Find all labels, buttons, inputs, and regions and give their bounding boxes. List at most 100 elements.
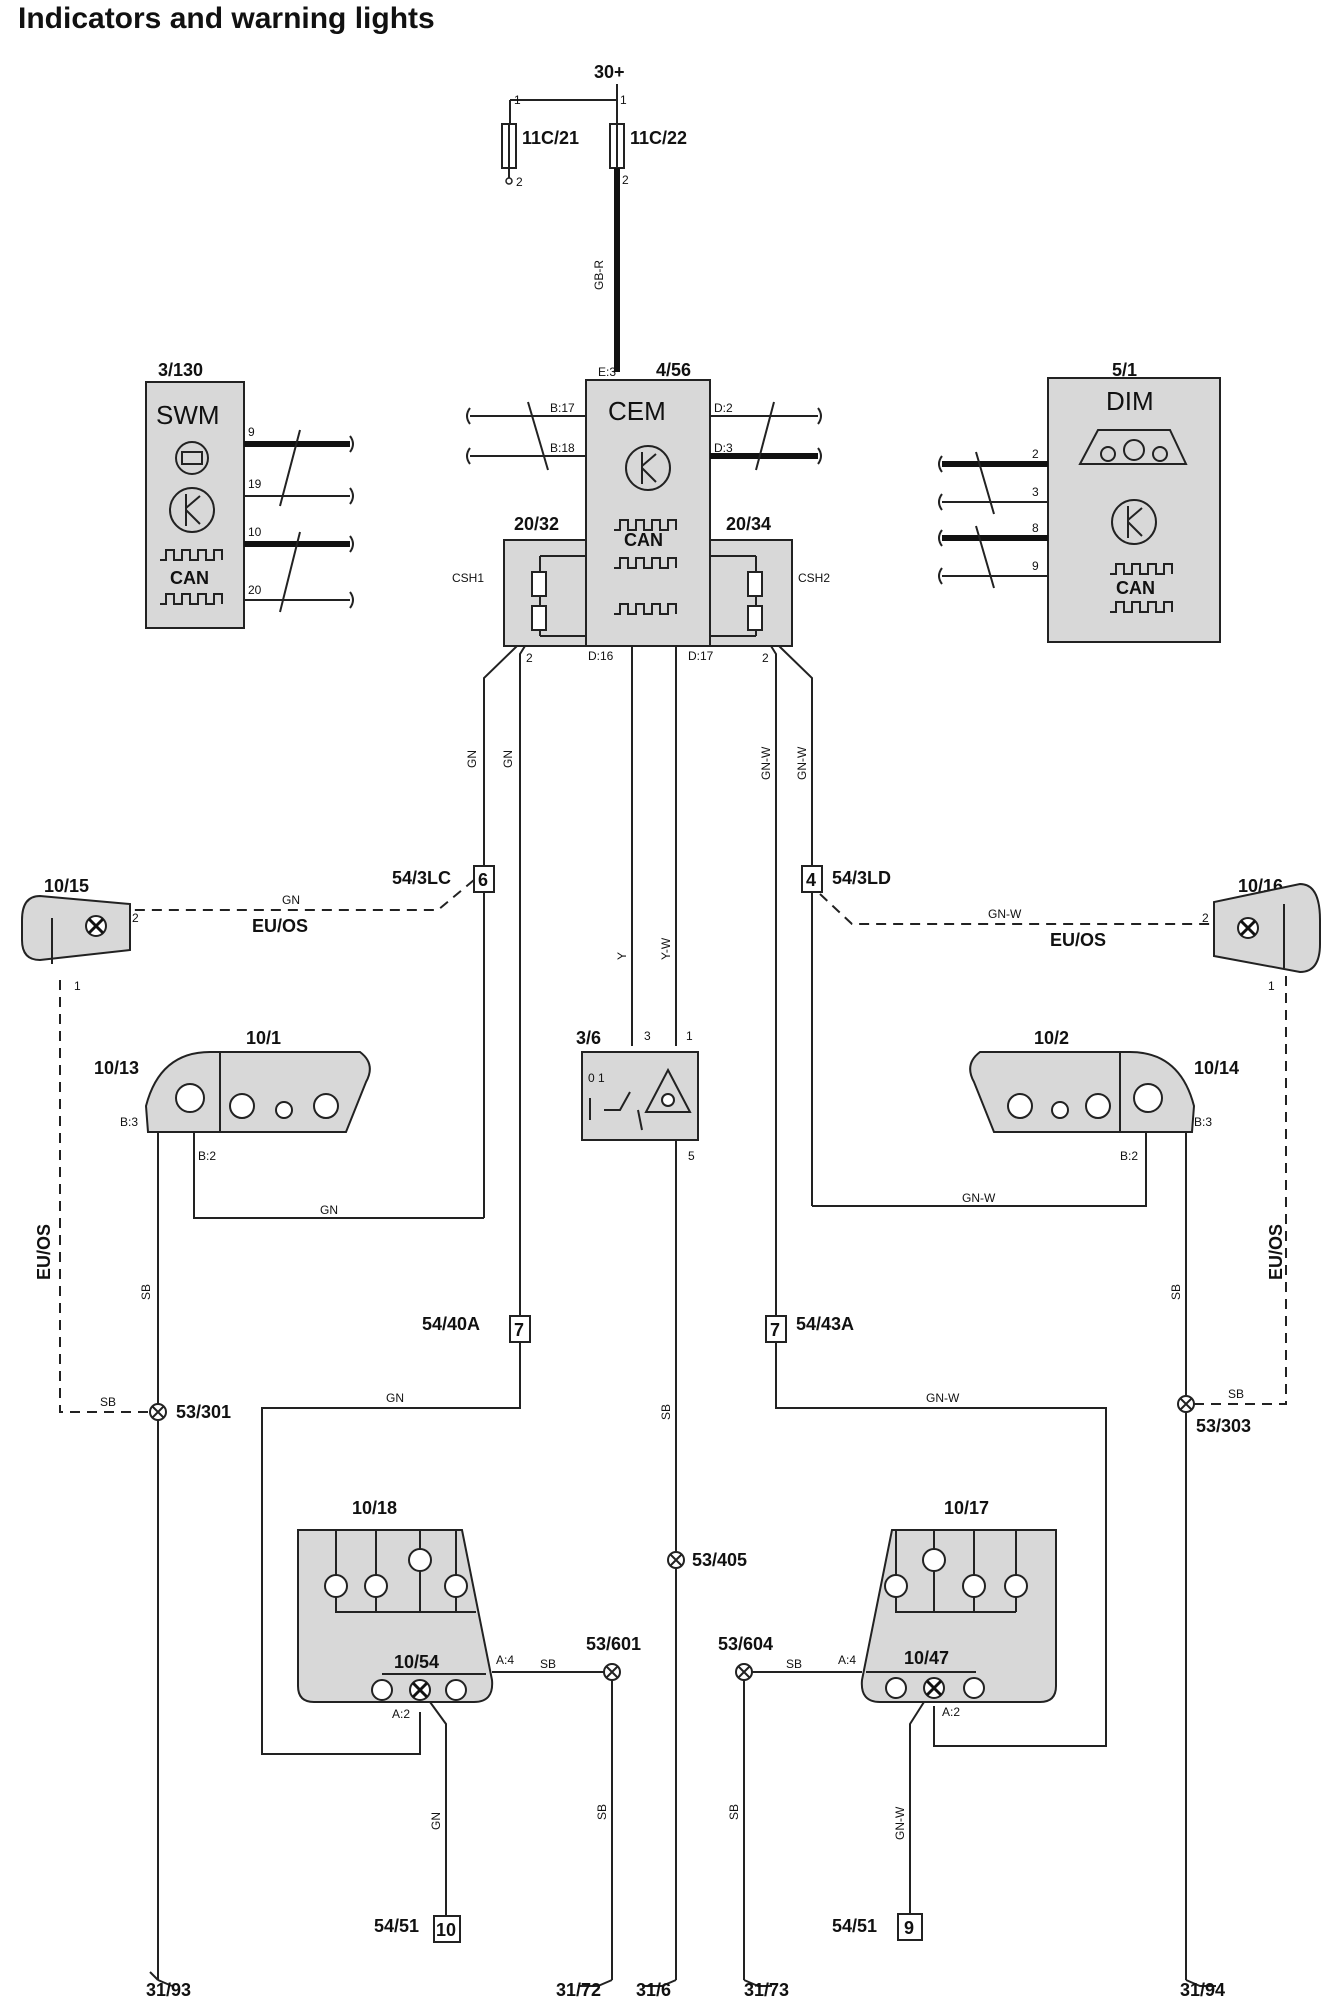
wire-gn — [483, 645, 518, 866]
svg-text:SB: SB — [727, 1804, 741, 1820]
svg-text:B:2: B:2 — [1120, 1149, 1138, 1163]
svg-text:Y: Y — [615, 952, 629, 960]
svg-text:A:2: A:2 — [942, 1705, 960, 1719]
lamp-icon — [1133, 1083, 1163, 1113]
svg-text:GN-W: GN-W — [759, 746, 773, 780]
dim-pin: 3 — [1032, 485, 1039, 499]
dim-module — [1047, 377, 1221, 643]
svg-text:SB: SB — [100, 1395, 116, 1409]
svg-text:53/604: 53/604 — [718, 1634, 773, 1654]
bulb-icon — [364, 1574, 388, 1598]
svg-text:9: 9 — [904, 1918, 914, 1938]
svg-text:B:3: B:3 — [1194, 1115, 1212, 1129]
svg-text:1: 1 — [74, 979, 81, 993]
csh1-id: 20/32 — [514, 514, 559, 534]
svg-text:31/6: 31/6 — [636, 1980, 671, 2000]
svg-text:GN-W: GN-W — [988, 907, 1022, 921]
svg-text:GN: GN — [320, 1203, 338, 1217]
svg-text:SB: SB — [139, 1284, 153, 1300]
cem-pin-e3: E:3 — [598, 365, 616, 379]
svg-text:EU/OS: EU/OS — [34, 1224, 54, 1280]
can-bus-icon — [614, 519, 677, 531]
svg-text:SB: SB — [1169, 1284, 1183, 1300]
svg-text:B:2: B:2 — [198, 1149, 216, 1163]
svg-text:31/72: 31/72 — [556, 1980, 601, 2000]
connector-54-51 — [897, 1913, 923, 1941]
bulb-icon — [922, 1548, 946, 1572]
can-bus-icon — [1110, 563, 1173, 575]
swm-name: SWM — [156, 400, 220, 430]
svg-text:2: 2 — [622, 173, 629, 187]
csh2-id: 20/34 — [726, 514, 771, 534]
front-left-id: 10/1 — [246, 1028, 281, 1048]
front-left-lamp-id: 10/13 — [94, 1058, 139, 1078]
diagram-title: Indicators and warning lights — [18, 2, 435, 35]
hazard-switch — [581, 1051, 699, 1141]
cem-pin: B:17 — [550, 401, 575, 415]
svg-text:2: 2 — [1202, 911, 1209, 925]
cem-module — [585, 379, 711, 647]
svg-text:EU/OS: EU/OS — [1266, 1224, 1286, 1280]
bulb-icon — [1051, 1101, 1069, 1119]
fuse-11c22-label: 11C/22 — [630, 128, 687, 148]
bulb-icon — [445, 1679, 467, 1701]
svg-text:GN-W: GN-W — [962, 1191, 996, 1205]
svg-text:6: 6 — [478, 870, 488, 890]
cem-pin: D:16 — [588, 649, 614, 663]
svg-text:2: 2 — [132, 911, 139, 925]
rear-right-id: 10/17 — [944, 1498, 989, 1518]
svg-text:SB: SB — [786, 1657, 802, 1671]
hazard-triangle-icon — [644, 1067, 692, 1113]
cem-name: CEM — [608, 396, 666, 426]
connector-label: 54/3LC — [392, 868, 451, 888]
dim-can-label: CAN — [1116, 578, 1155, 598]
front-right-lamp-id: 10/14 — [1194, 1058, 1239, 1078]
fuse-11c21-label: 11C/21 — [522, 128, 579, 148]
swm-pin: 19 — [248, 477, 262, 491]
bulb-icon — [962, 1574, 986, 1598]
svg-text:54/51: 54/51 — [832, 1916, 877, 1936]
svg-text:1: 1 — [514, 93, 521, 107]
svg-text:4: 4 — [806, 870, 816, 890]
svg-text:53/405: 53/405 — [692, 1550, 747, 1570]
svg-text:1: 1 — [1268, 979, 1275, 993]
wire-label-gbr: GB-R — [592, 260, 606, 290]
svg-text:SB: SB — [595, 1804, 609, 1820]
dim-pin: 9 — [1032, 559, 1039, 573]
svg-text:1: 1 — [686, 1029, 693, 1043]
ground-31-72: 31/72 — [556, 1979, 613, 2000]
bulb-icon — [408, 1548, 432, 1572]
svg-text:31/94: 31/94 — [1180, 1980, 1225, 2000]
rear-right-lamp-id: 10/47 — [904, 1648, 949, 1668]
svg-text:54/51: 54/51 — [374, 1916, 419, 1936]
side-indicator-right — [1213, 882, 1321, 974]
csh1-name: CSH1 — [452, 571, 484, 585]
svg-text:SB: SB — [540, 1657, 556, 1671]
bulb-icon — [1085, 1093, 1111, 1119]
bulb-icon — [313, 1093, 339, 1119]
csh2-name: CSH2 — [798, 571, 830, 585]
side-indicator-left — [21, 894, 131, 962]
bulb-icon — [885, 1677, 907, 1699]
svg-text:B:3: B:3 — [120, 1115, 138, 1129]
svg-text:GN: GN — [465, 750, 479, 768]
bulb-icon — [444, 1574, 468, 1598]
dim-id: 5/1 — [1112, 360, 1137, 380]
processor-icon — [1111, 499, 1157, 545]
can-bus-icon — [160, 549, 223, 561]
svg-text:A:4: A:4 — [496, 1653, 514, 1667]
svg-text:GN-W: GN-W — [795, 746, 809, 780]
svg-text:SB: SB — [1228, 1387, 1244, 1401]
supply-label: 30+ — [594, 62, 625, 82]
svg-text:GN-W: GN-W — [893, 1806, 907, 1840]
svg-text:Y-W: Y-W — [659, 937, 673, 960]
processor-icon — [169, 487, 215, 533]
bulb-icon — [229, 1093, 255, 1119]
svg-text:53/301: 53/301 — [176, 1402, 231, 1422]
processor-icon — [625, 445, 671, 491]
svg-text:A:2: A:2 — [392, 1707, 410, 1721]
wire-gnw — [778, 645, 813, 866]
svg-text:53/601: 53/601 — [586, 1634, 641, 1654]
connector-54-51 — [433, 1915, 461, 1943]
dim-pin: 8 — [1032, 521, 1039, 535]
